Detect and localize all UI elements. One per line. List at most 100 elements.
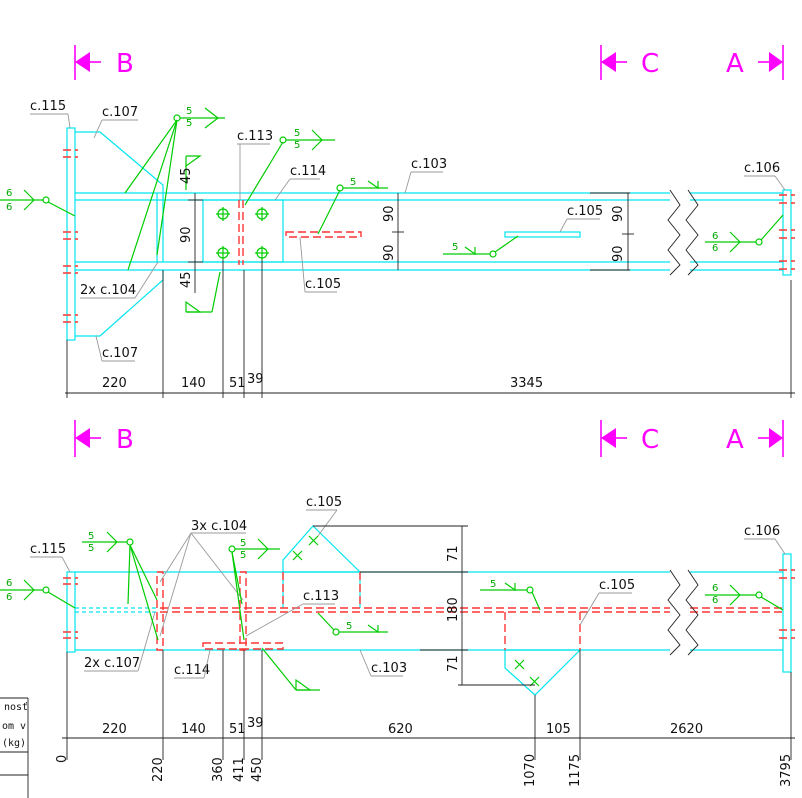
section-marker-c-top: C <box>600 45 659 80</box>
svg-text:c.114: c.114 <box>174 663 210 678</box>
svg-text:1175: 1175 <box>568 754 583 787</box>
svg-text:140: 140 <box>181 722 206 737</box>
svg-text:90: 90 <box>382 205 397 222</box>
svg-text:3x c.104: 3x c.104 <box>191 519 247 534</box>
section-a-label: A <box>726 49 744 79</box>
svg-text:3795: 3795 <box>779 754 794 787</box>
svg-text:5: 5 <box>350 177 356 188</box>
side-weld-symbols: 5 5 5 5 6 6 5 5 <box>0 531 784 691</box>
svg-text:1070: 1070 <box>523 754 538 787</box>
side-view: c.115 c.105 3x c.104 c.113 2x c.107 c.11… <box>0 495 795 787</box>
svg-text:2x c.107: 2x c.107 <box>84 656 140 671</box>
svg-text:B: B <box>116 425 134 455</box>
svg-text:411: 411 <box>232 757 247 782</box>
ordinate-dims: 0 220 360 411 450 1070 1175 3795 <box>55 754 794 787</box>
label-c105-b: c.105 <box>305 277 341 292</box>
svg-text:6: 6 <box>6 188 12 199</box>
svg-text:nosť: nosť <box>4 701 28 713</box>
label-c113: c.113 <box>237 129 273 144</box>
svg-text:A: A <box>726 425 744 455</box>
svg-text:c.115: c.115 <box>30 542 66 557</box>
top-view: c.115 c.107 c.113 c.114 c.103 c.106 c.10… <box>0 99 795 398</box>
svg-text:620: 620 <box>388 722 413 737</box>
svg-text:105: 105 <box>546 722 571 737</box>
section-b-label: B <box>116 49 134 79</box>
svg-text:3345: 3345 <box>510 376 543 391</box>
svg-text:om v: om v <box>2 721 26 732</box>
svg-text:5: 5 <box>294 140 300 151</box>
svg-text:5: 5 <box>240 550 246 561</box>
side-end-bolts <box>63 569 795 639</box>
top-vertical-dims: 45 90 45 90 90 90 90 <box>179 167 634 293</box>
svg-text:5: 5 <box>88 531 94 542</box>
section-marker-a-top: A <box>726 45 784 80</box>
label-c103: c.103 <box>411 157 447 172</box>
svg-text:(kg): (kg) <box>2 738 26 749</box>
svg-text:5: 5 <box>452 242 458 253</box>
svg-text:220: 220 <box>102 722 127 737</box>
svg-text:5: 5 <box>186 106 192 117</box>
svg-text:5: 5 <box>490 579 496 590</box>
top-weld-symbols: 5 5 5 5 6 6 5 5 <box>0 106 784 313</box>
svg-text:71: 71 <box>446 545 461 562</box>
svg-text:51: 51 <box>229 376 246 391</box>
svg-text:39: 39 <box>247 716 264 731</box>
label-c106: c.106 <box>744 161 780 176</box>
label-c114: c.114 <box>290 164 326 179</box>
top-bottom-dims: 220 140 51 39 3345 <box>65 260 795 398</box>
svg-text:220: 220 <box>102 376 127 391</box>
svg-text:6: 6 <box>712 595 718 606</box>
svg-text:45: 45 <box>179 271 194 288</box>
label-c104: 2x c.104 <box>80 283 136 298</box>
svg-text:6: 6 <box>6 592 12 603</box>
section-marker-a-mid: A <box>726 420 784 457</box>
section-marker-b-mid: B <box>74 420 134 457</box>
top-part-labels: c.115 c.107 c.113 c.114 c.103 c.106 c.10… <box>30 99 786 362</box>
side-vertical-dims: 71 180 71 <box>313 525 535 686</box>
label-c115: c.115 <box>30 99 66 114</box>
weight-table-fragment: nosť om v (kg) <box>0 697 29 798</box>
svg-text:51: 51 <box>229 722 246 737</box>
svg-text:c.103: c.103 <box>371 661 407 676</box>
svg-text:45: 45 <box>179 167 194 184</box>
svg-text:c.113: c.113 <box>303 589 339 604</box>
svg-text:140: 140 <box>181 376 206 391</box>
svg-text:360: 360 <box>211 757 226 782</box>
label-c107-top: c.107 <box>102 105 138 120</box>
svg-text:5: 5 <box>186 118 192 129</box>
svg-text:6: 6 <box>712 243 718 254</box>
svg-text:450: 450 <box>250 757 265 782</box>
svg-text:39: 39 <box>247 372 264 387</box>
svg-text:6: 6 <box>712 231 718 242</box>
svg-text:90: 90 <box>382 244 397 261</box>
svg-text:5: 5 <box>294 128 300 139</box>
svg-text:c.105: c.105 <box>306 495 342 510</box>
svg-text:90: 90 <box>611 245 626 262</box>
section-c-label: C <box>641 49 659 79</box>
section-marker-c-mid: C <box>600 420 659 457</box>
end-plate-bolts <box>63 149 795 323</box>
svg-text:6: 6 <box>6 202 12 213</box>
side-bolt-marks <box>292 535 540 687</box>
svg-text:90: 90 <box>179 226 194 243</box>
side-bottom-dims: 220 140 51 39 620 105 2620 <box>62 650 795 760</box>
svg-text:5: 5 <box>240 538 246 549</box>
label-c105-a: c.105 <box>567 204 603 219</box>
svg-text:5: 5 <box>88 543 94 554</box>
section-marker-b-top: B <box>74 45 134 80</box>
svg-text:0: 0 <box>55 755 70 763</box>
svg-text:C: C <box>641 425 659 455</box>
side-part-labels: c.115 c.105 3x c.104 c.113 2x c.107 c.11… <box>30 495 786 679</box>
label-c107-bot: c.107 <box>102 346 138 361</box>
svg-text:c.106: c.106 <box>744 524 780 539</box>
svg-text:220: 220 <box>151 757 166 782</box>
svg-text:71: 71 <box>446 655 461 672</box>
svg-text:180: 180 <box>446 597 461 622</box>
svg-text:6: 6 <box>6 578 12 589</box>
svg-text:5: 5 <box>346 621 352 632</box>
bolt-group <box>216 207 269 260</box>
svg-text:6: 6 <box>712 583 718 594</box>
svg-text:2620: 2620 <box>670 722 703 737</box>
svg-text:c.105: c.105 <box>599 578 635 593</box>
